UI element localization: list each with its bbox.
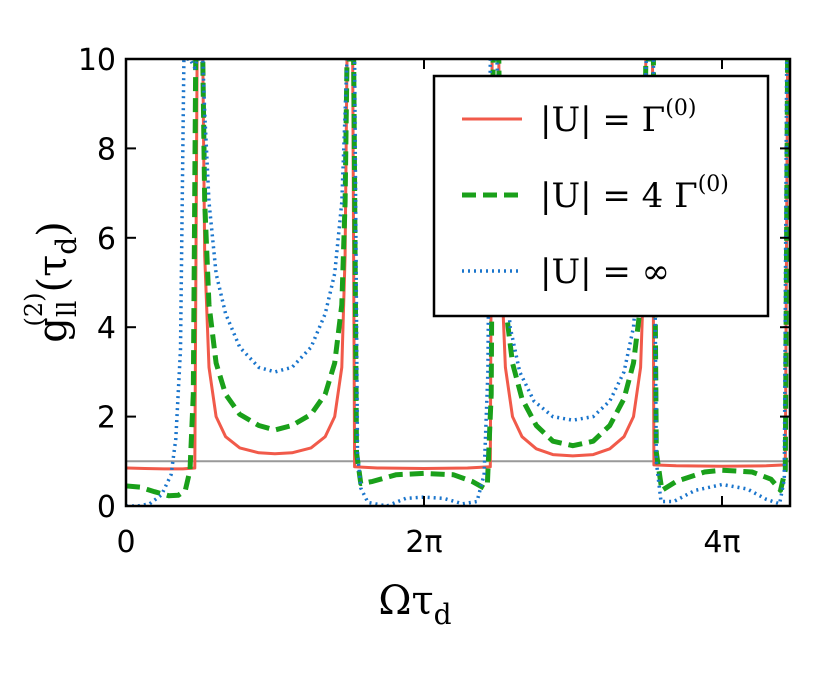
legend-label-1-sup: (0) <box>665 96 696 121</box>
y-axis-label-main: g <box>30 317 76 343</box>
legend-label-3: |U| = ∞ <box>540 252 670 292</box>
svg-text:gll(2)(τd): gll (2)(τd) <box>20 221 83 343</box>
y-tick-label: 0 <box>97 490 116 525</box>
tick-labels-layer: 0 2 4 6 8 10 0 2π 4π <box>78 43 741 560</box>
y-tick-label: 6 <box>97 222 116 257</box>
y-tick-label: 8 <box>97 132 116 167</box>
x-tick-label: 2π <box>405 525 442 560</box>
x-tick-label: 0 <box>116 525 135 560</box>
plot-frame <box>124 57 792 508</box>
legend-label-1: |U| = Γ(0) <box>540 96 696 140</box>
x-axis-label-sub: d <box>434 598 452 631</box>
y-tick-label: 10 <box>78 43 116 78</box>
legend-label-2-text: |U| = 4 Γ <box>540 176 698 216</box>
x-axis-label: Ωτd <box>378 578 451 631</box>
legend-label-2: |U| = 4 Γ(0) <box>540 172 729 216</box>
y-tick-label: 4 <box>97 311 116 346</box>
series-line-dashed <box>126 59 790 499</box>
ticks-layer <box>125 58 790 507</box>
legend-label-3-text: |U| = ∞ <box>540 252 670 292</box>
legend-label-2-sup: (0) <box>698 172 729 197</box>
legend: |U| = Γ(0) |U| = 4 Γ(0) |U| = ∞ <box>432 74 770 318</box>
y-axis-label-close: ) <box>30 221 76 237</box>
x-tick-label: 4π <box>703 525 740 560</box>
y-axis-label-arg-sub: d <box>50 237 83 255</box>
y-axis-label-sub: ll <box>53 301 83 318</box>
x-axis-label-main: Ωτ <box>378 578 433 624</box>
y-tick-label: 2 <box>97 401 116 436</box>
y-axis-label: gll (2)(τd) <box>20 221 83 343</box>
y-axis-label-sup: (2) <box>20 293 48 327</box>
legend-label-1-text: |U| = Γ <box>540 100 665 140</box>
y-axis-label-arg: (τ <box>30 255 76 293</box>
